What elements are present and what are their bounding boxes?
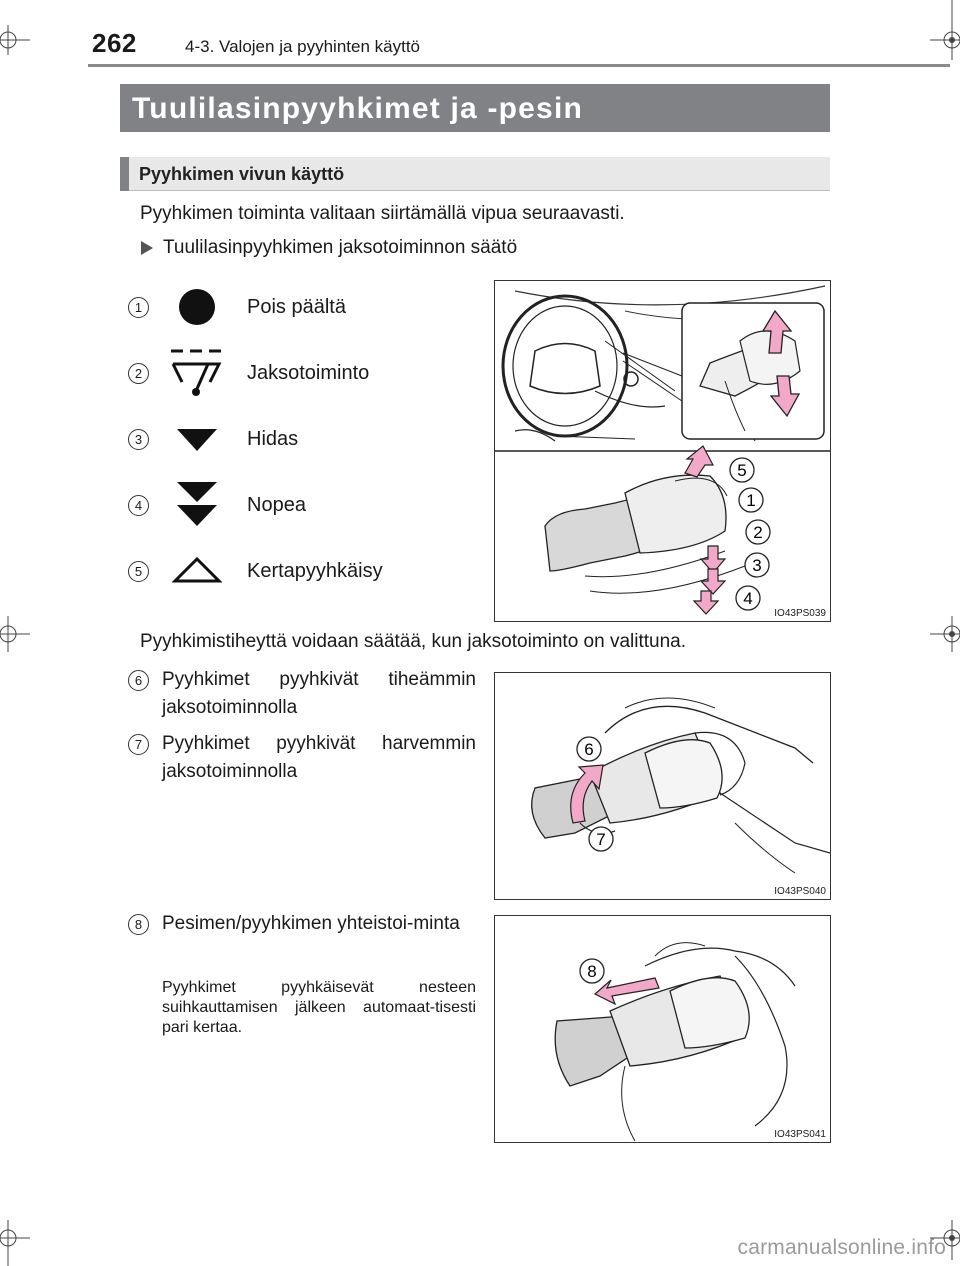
crop-mark-mid-right (930, 616, 960, 652)
subsection-accent-bar (120, 157, 129, 191)
callout-5: 5 (737, 461, 746, 480)
adjust-text: Pyyhkimistiheyttä voidaan säätää, kun ja… (140, 631, 687, 652)
figure-code: IO43PS041 (774, 1129, 826, 1140)
mode-label-1: Pois päältä (247, 296, 346, 318)
item-label-6: Pyyhkimet pyyhkivät tiheämmin jaksotoimi… (162, 669, 476, 718)
mode-number-4: 4 (128, 495, 149, 516)
callout-2: 2 (753, 523, 762, 542)
intro-text: Pyyhkimen toiminta valitaan siirtämällä … (140, 203, 625, 224)
crop-mark-bottom-left (0, 1220, 30, 1266)
item-number-7: 7 (128, 734, 149, 755)
item-label-8: Pesimen/pyyhkimen yhteistoi-minta (162, 913, 460, 934)
bullet-text: Tuulilasinpyyhkimen jaksotoiminnon säätö (163, 237, 518, 258)
figure-lever-positions: 5 1 2 3 4 IO43PS039 (494, 280, 831, 622)
item-note-8: Pyyhkimet pyyhkäisevät nesteen suihkautt… (162, 979, 476, 1036)
steering-wheel-lever-illustration: 5 1 2 3 4 (495, 285, 830, 615)
low-speed-triangle-icon (177, 429, 217, 451)
mode-number-3: 3 (128, 429, 149, 450)
figure-frequency-adjust: 6 7 IO43PS040 (494, 672, 831, 900)
crop-mark-top-left (0, 25, 30, 55)
mode-number-5: 5 (128, 561, 149, 582)
figure-washer: 8 IO43PS041 (494, 915, 831, 1143)
intermittent-wiper-icon (171, 349, 222, 396)
off-circle-icon (179, 289, 215, 325)
figure-code: IO43PS040 (774, 886, 826, 897)
item-number-8: 8 (128, 914, 149, 935)
subsection-header: Pyyhkimen vivun käyttö (120, 157, 830, 191)
high-speed-double-triangle-icon (177, 482, 217, 526)
callout-7: 7 (596, 830, 605, 849)
mode-number-2: 2 (128, 363, 149, 384)
crop-mark-bottom-right (930, 1220, 960, 1260)
mode-number-1: 1 (128, 297, 149, 318)
chapter-title: 4-3. Valojen ja pyyhinten käyttö (185, 37, 420, 56)
crop-mark-mid-left (0, 616, 30, 652)
page-number: 262 (92, 28, 137, 58)
section-title: Tuulilasinpyyhkimet ja -pesin (120, 84, 830, 132)
mode-label-2: Jaksotoiminto (247, 362, 370, 384)
watermark: carmanualsonline.info (737, 1236, 946, 1259)
item-label-7: Pyyhkimet pyyhkivät harvemmin jaksotoimi… (162, 733, 476, 782)
lever-pull-washer-illustration: 8 (554, 942, 796, 1142)
callout-1: 1 (746, 491, 755, 510)
single-wipe-outline-triangle-icon (172, 556, 222, 583)
mode-label-4: Nopea (247, 494, 306, 516)
lever-dial-hand-illustration: 6 7 (531, 697, 830, 874)
crop-mark-top-right (930, 0, 960, 60)
figure-code: IO43PS039 (774, 608, 826, 619)
subsection-title: Pyyhkimen vivun käyttö (139, 164, 345, 184)
item-number-6: 6 (128, 670, 149, 691)
callout-8: 8 (587, 962, 596, 981)
header-rule (88, 64, 950, 67)
bullet-triangle-icon (141, 241, 153, 255)
callout-3: 3 (752, 556, 761, 575)
callout-6: 6 (584, 740, 593, 759)
mode-label-5: Kertapyyhkäisy (247, 560, 383, 582)
mode-label-3: Hidas (247, 428, 299, 450)
callout-4: 4 (743, 589, 752, 608)
